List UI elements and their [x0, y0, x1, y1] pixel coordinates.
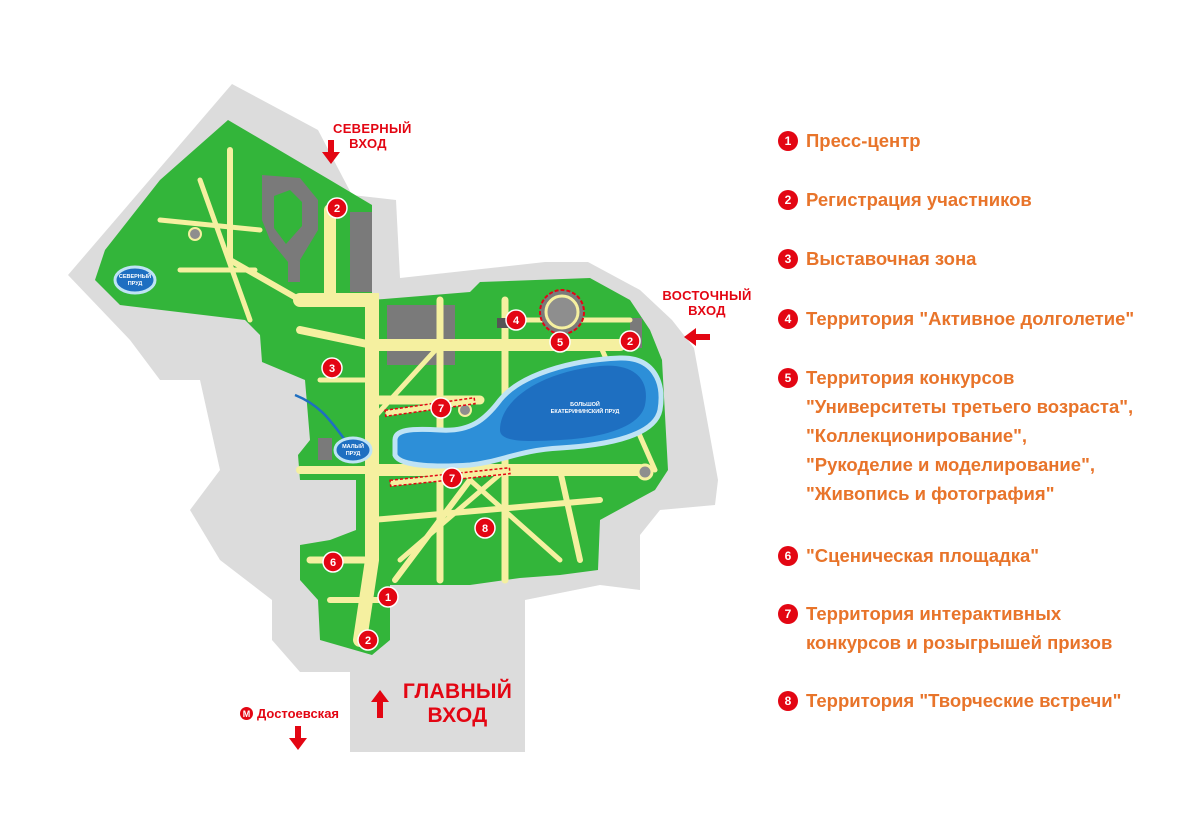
legend-number: 4	[778, 309, 798, 329]
legend-number: 6	[778, 546, 798, 566]
main-entrance-line-1: ГЛАВНЫЙ	[402, 680, 513, 703]
map-marker[interactable]: 2	[357, 629, 379, 651]
legend-item-2[interactable]: 2 Регистрация участников	[778, 189, 1032, 214]
legend-line: Пресс-центр	[806, 130, 921, 151]
metro-icon: М	[240, 707, 253, 720]
legend-line: Территория интерактивных	[806, 603, 1062, 624]
north-entrance-line-2: ВХОД	[349, 135, 387, 151]
marker-label: 6	[330, 557, 336, 569]
legend-number: 2	[778, 190, 798, 210]
legend-line: Выставочная зона	[806, 248, 977, 269]
legend-text: Выставочная зона	[806, 244, 976, 273]
legend-line: конкурсов и розыгрышей призов	[806, 632, 1113, 653]
main-entrance-arrow-icon	[371, 690, 389, 718]
east-entrance-label[interactable]: ВОСТОЧНЫЙ ВХОД	[662, 288, 752, 319]
map-marker[interactable]: 5	[549, 331, 571, 353]
legend-text: Регистрация участников	[806, 185, 1032, 214]
legend-line: "Коллекционирование",	[806, 425, 1028, 446]
big-pond-deep	[500, 365, 646, 441]
metro-label: Достоевская	[257, 706, 340, 721]
legend-item-8[interactable]: 8 Территория "Творческие встречи"	[778, 690, 1121, 715]
marker-label: 8	[482, 523, 488, 535]
palace-building	[262, 175, 318, 282]
marker-label: 2	[365, 635, 371, 647]
legend-line: Территория "Активное долголетие"	[806, 308, 1135, 329]
marker-label: 1	[385, 592, 391, 604]
legend-text: Территория "Творческие встречи"	[806, 686, 1121, 715]
fountain-north	[188, 227, 202, 241]
east-entrance-line-2: ВХОД	[688, 302, 726, 318]
small-pond-label-1: МАЛЫЙ	[342, 442, 364, 450]
map-marker[interactable]: 1	[377, 586, 399, 608]
north-pond	[113, 265, 157, 295]
legend-text: Территория интерактивных конкурсов и роз…	[806, 599, 1112, 657]
legend-line: "Университеты третьего возраста",	[806, 396, 1134, 417]
map-marker[interactable]: 7	[441, 467, 463, 489]
legend-item-3[interactable]: 3 Выставочная зона	[778, 248, 976, 273]
legend-number: 8	[778, 691, 798, 711]
big-pond-label-2: ЕКАТЕРИНИНСКИЙ ПРУД	[551, 407, 620, 415]
round-feature-5-inner	[544, 294, 580, 330]
north-entrance-label[interactable]: СЕВЕРНЫЙ ВХОД	[333, 121, 412, 152]
legend-text: "Сценическая площадка"	[806, 541, 1039, 570]
stream	[294, 393, 347, 441]
legend-item-4[interactable]: 4 Территория "Активное долголетие"	[778, 308, 1134, 333]
legend-item-7[interactable]: 7 Территория интерактивных конкурсов и р…	[778, 603, 1112, 657]
metro-station[interactable]: М Достоевская	[240, 706, 339, 721]
legend-line: Территория "Творческие встречи"	[806, 690, 1122, 711]
legend-line: "Сценическая площадка"	[806, 545, 1040, 566]
marker-label: 7	[449, 473, 455, 485]
marker-label: 2	[334, 203, 340, 215]
building-small-pond	[318, 438, 332, 460]
east-entrance-line-1: ВОСТОЧНЫЙ	[662, 288, 752, 303]
metro-arrow-icon	[289, 726, 307, 750]
legend-line: "Рукоделие и моделирование",	[806, 454, 1095, 475]
legend-line: "Живопись и фотография"	[806, 483, 1055, 504]
east-entrance-arrow-icon	[684, 328, 710, 346]
marker-label: 2	[627, 336, 633, 348]
legend-line: Регистрация участников	[806, 189, 1032, 210]
marker-label: 7	[438, 403, 444, 415]
north-entrance-line-1: СЕВЕРНЫЙ	[333, 121, 412, 136]
main-entrance-line-2: ВХОД	[427, 704, 488, 728]
north-entrance-arrow-icon	[322, 140, 340, 164]
legend-number: 1	[778, 131, 798, 151]
zone-4-building	[497, 318, 511, 328]
small-pond	[333, 436, 373, 464]
marker-label: 4	[513, 315, 520, 327]
legend-text: Территория конкурсов "Университеты треть…	[806, 363, 1133, 508]
north-pond-label-2: ПРУД	[128, 281, 143, 287]
building-central	[387, 305, 455, 365]
map-marker[interactable]: 3	[321, 357, 343, 379]
building-north-east	[350, 212, 372, 292]
zone-7-strip-north	[384, 396, 476, 418]
legend-text: Территория "Активное долголетие"	[806, 304, 1134, 333]
main-entrance-label[interactable]: ГЛАВНЫЙ ВХОД	[400, 680, 515, 728]
marker-label: 3	[329, 363, 335, 375]
small-pond-label-2: ПРУД	[346, 451, 361, 457]
map-marker[interactable]: 8	[474, 517, 496, 539]
map-marker[interactable]: 6	[322, 551, 344, 573]
park-area	[95, 120, 668, 655]
legend-number: 3	[778, 249, 798, 269]
marker-label: 5	[557, 337, 563, 349]
fountain	[636, 463, 654, 481]
map-marker[interactable]: 4	[505, 309, 527, 331]
map-marker[interactable]: 7	[430, 397, 452, 419]
legend-line: Территория конкурсов	[806, 367, 1015, 388]
legend-item-5[interactable]: 5 Территория конкурсов "Университеты тре…	[778, 367, 1133, 508]
legend-number: 5	[778, 368, 798, 388]
legend-item-1[interactable]: 1 Пресс-центр	[778, 130, 921, 155]
map-marker[interactable]: 2	[326, 197, 348, 219]
map-marker[interactable]: 2	[619, 330, 641, 352]
big-pond-label-1: БОЛЬШОЙ	[570, 400, 600, 408]
legend-item-6[interactable]: 6 "Сценическая площадка"	[778, 545, 1039, 570]
north-pond-label-1: СЕВЕРНЫЙ	[119, 272, 151, 280]
legend-text: Пресс-центр	[806, 126, 921, 155]
legend-number: 7	[778, 604, 798, 624]
